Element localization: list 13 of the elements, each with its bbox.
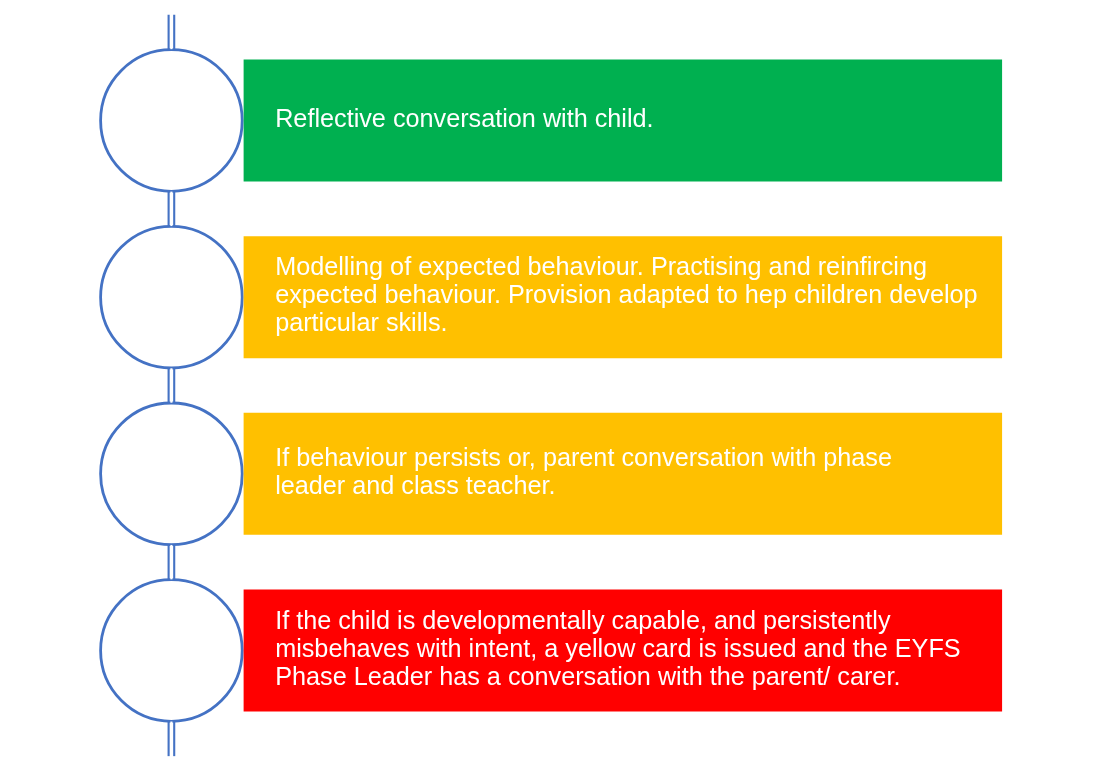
connector xyxy=(167,544,175,580)
node-circle xyxy=(98,48,244,193)
node-circle xyxy=(98,224,244,370)
connector xyxy=(167,14,175,50)
node-box: If behaviour persists or, parent conversation with phase leader and class teacher. xyxy=(243,412,1002,535)
connector xyxy=(167,368,175,403)
connector xyxy=(167,721,175,757)
node-circle xyxy=(98,578,244,723)
connector xyxy=(167,191,175,227)
node-box: If the child is developmentally capable, and persistently misbehaves with intent, a yellow card is issued and the EYFS Phase Leader has a conversation with the parent/ carer. xyxy=(243,589,1002,712)
node-circle xyxy=(98,401,244,547)
node-box: Modelling of expected behaviour. Practising and reinfircing expected behaviour. Provision adapted to hep children develop particular skills. xyxy=(243,236,1002,359)
node-box: Reflective conversation with child. xyxy=(243,59,1002,182)
